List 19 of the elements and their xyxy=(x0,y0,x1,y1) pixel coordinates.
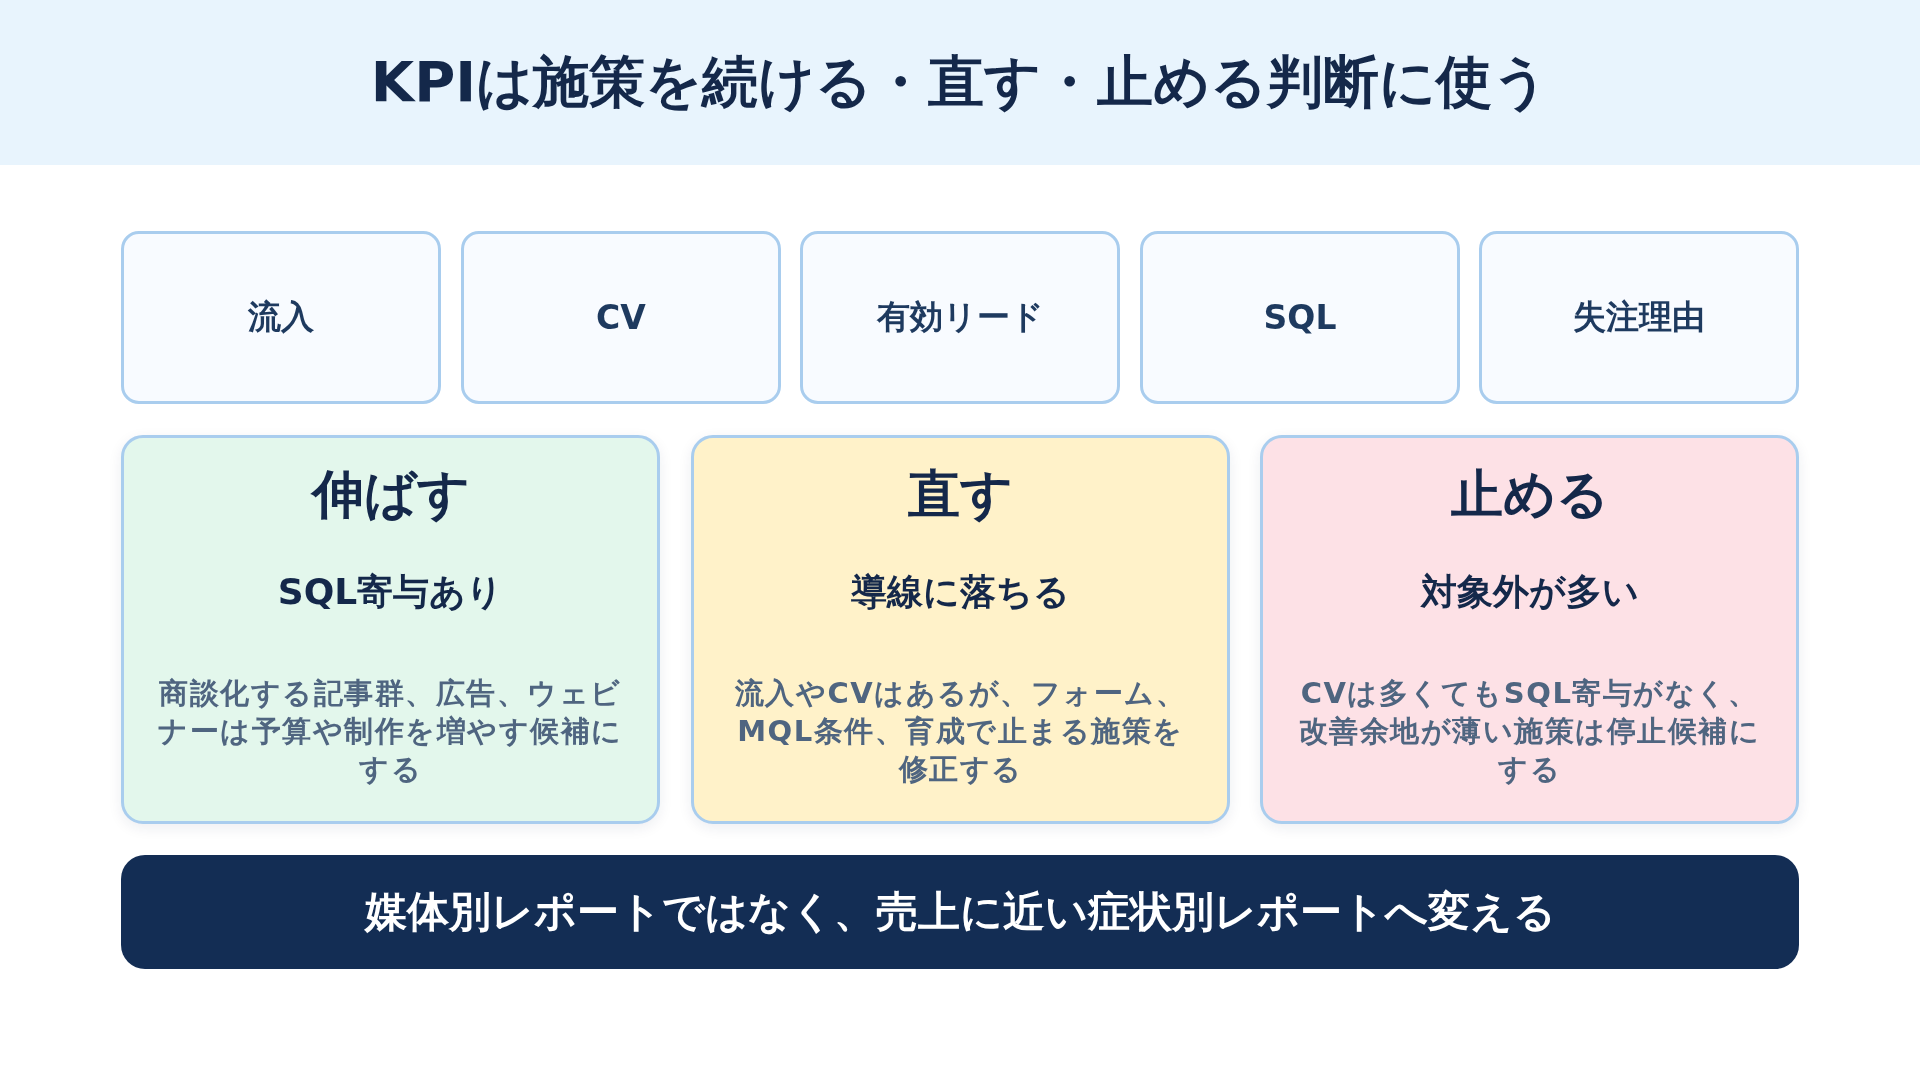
action-card xyxy=(1260,435,1799,824)
title: KPIは施策を続ける・直す・止める判断に使う xyxy=(370,47,1550,116)
kpi-box: 有効リード xyxy=(800,231,1120,404)
kpi-box: 流入 xyxy=(121,231,441,404)
card-subheading: 導線に落ちる xyxy=(851,570,1070,614)
kpi-box: CV xyxy=(461,231,781,404)
card-body: 商談化する記事群、広告、ウェビナーは予算や制作を増やす候補にする xyxy=(157,675,624,788)
card-body: 流入やCVはあるが、フォーム、MQL条件、育成で止まる施策を修正する xyxy=(733,675,1188,788)
card-subheading: SQL寄与あり xyxy=(277,570,504,614)
card-heading: 伸ばす xyxy=(311,463,470,526)
action-card xyxy=(121,435,660,824)
summary-banner: 媒体別レポートではなく、売上に近い症状別レポートへ変える xyxy=(121,855,1799,969)
card-subheading: 対象外が多い xyxy=(1420,570,1639,614)
card-heading: 止める xyxy=(1450,463,1609,526)
card-body: CVは多くてもSQL寄与がなく、改善余地が薄い施策は停止候補にする xyxy=(1297,675,1762,788)
action-card xyxy=(691,435,1230,824)
kpi-box: SQL xyxy=(1140,231,1460,404)
kpi-box: 失注理由 xyxy=(1479,231,1799,404)
card-heading: 直す xyxy=(908,463,1013,526)
